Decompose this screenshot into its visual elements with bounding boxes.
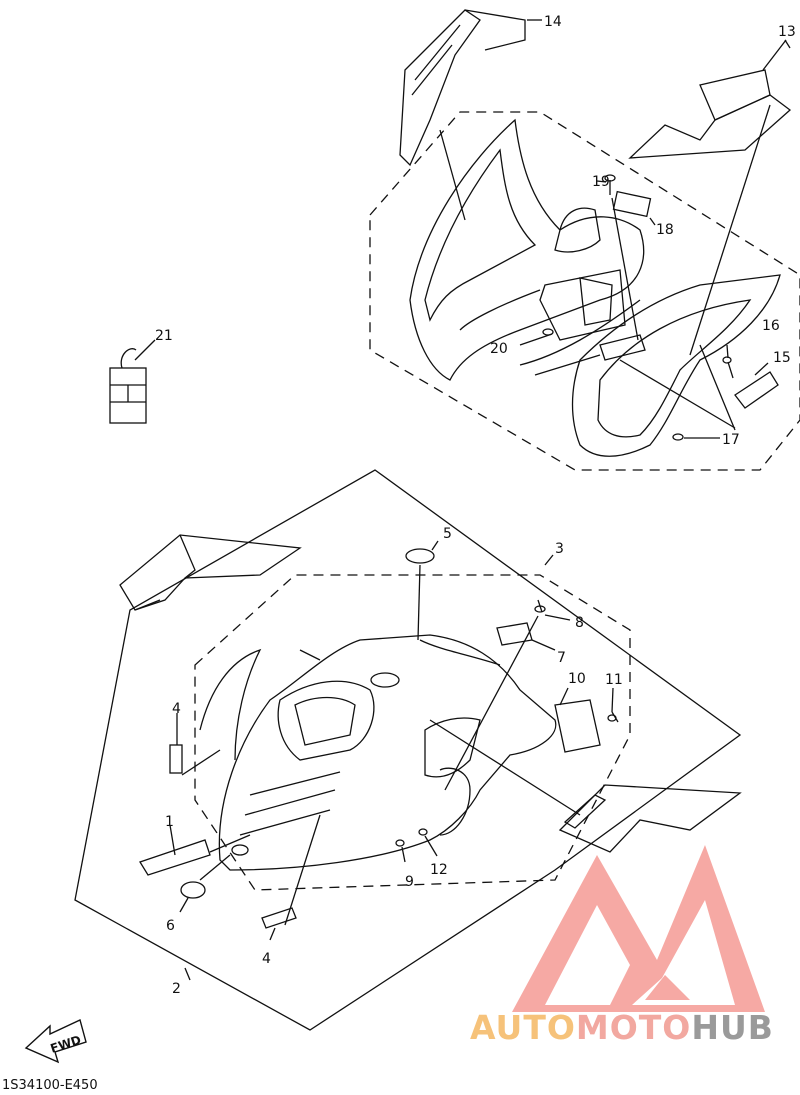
decal-7 [496, 622, 533, 646]
decal-4-upper [169, 744, 183, 774]
decal-2 [119, 534, 302, 611]
grommet-9 [395, 839, 405, 847]
decal-3 [558, 784, 742, 853]
callout-21: 21 [155, 328, 173, 344]
callout-4b: 4 [262, 951, 271, 967]
callout-2: 2 [172, 981, 181, 997]
callout-13: 13 [778, 24, 796, 40]
brand-part-3: HUB [691, 1008, 774, 1047]
decal-13 [699, 69, 771, 121]
decal-15 [734, 371, 779, 409]
screw-11 [607, 711, 619, 723]
callout-16: 16 [762, 318, 780, 334]
cap-5 [405, 548, 435, 564]
callout-19: 19 [592, 174, 610, 190]
front-group-inner-outline [194, 574, 631, 891]
fwd-label: FWD [49, 1033, 83, 1056]
callout-4a: 4 [172, 701, 181, 717]
cap-6 [180, 881, 206, 899]
decal-10 [554, 699, 601, 753]
diagram-code: 1S34100-E450 [2, 1078, 98, 1093]
callout-15: 15 [773, 350, 791, 366]
callout-11: 11 [605, 672, 623, 688]
brand-part-1: AUTO [470, 1008, 576, 1047]
decal-18 [612, 190, 652, 218]
fwd-arrow-icon: FWD [24, 1019, 87, 1064]
callout-12: 12 [430, 862, 448, 878]
front-group-outer-outline [74, 469, 742, 1031]
callout-3: 3 [555, 541, 564, 557]
callout-17: 17 [722, 432, 740, 448]
rear-fender-right [571, 274, 781, 457]
screw-16 [722, 356, 734, 379]
callout-1: 1 [165, 814, 174, 830]
front-fender-body [218, 634, 557, 871]
callout-10: 10 [568, 671, 586, 687]
brand-part-2: MOTO [575, 1008, 692, 1047]
callout-18: 18 [656, 222, 674, 238]
decal-14 [399, 9, 481, 167]
callout-5: 5 [443, 526, 452, 542]
callout-numbers: 14 13 19 18 21 16 20 15 17 5 3 8 7 10 11… [155, 14, 796, 997]
decal-4-lower [261, 907, 297, 929]
rear-fender-left [409, 118, 645, 381]
brand-wordmark: AUTOMOTOHUB [470, 1008, 774, 1047]
screw-19 [604, 174, 616, 195]
callout-9: 9 [405, 874, 414, 890]
screw-8 [534, 599, 546, 613]
grommet-17 [672, 433, 684, 441]
rear-fender-assembly [369, 9, 800, 471]
callout-14: 14 [544, 14, 562, 30]
grommet-12 [418, 828, 428, 836]
callout-7: 7 [557, 650, 566, 666]
callout-20: 20 [490, 341, 508, 357]
automotohub-logo-icon [512, 845, 765, 1012]
decal-1 [139, 839, 211, 876]
callout-8: 8 [575, 615, 584, 631]
front-fender-assembly [74, 469, 742, 1031]
rear-group-outline [369, 111, 800, 471]
label-tag-21 [109, 339, 156, 424]
callout-6: 6 [166, 918, 175, 934]
